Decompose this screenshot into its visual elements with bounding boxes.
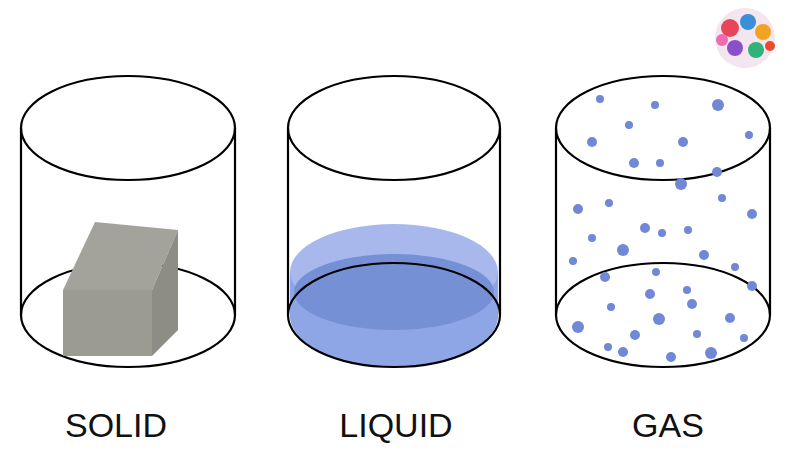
gas-particle bbox=[687, 299, 697, 309]
cylinder-gas bbox=[556, 76, 770, 367]
gas-particle bbox=[684, 226, 692, 234]
gas-particle bbox=[653, 313, 665, 325]
gas-particle bbox=[625, 121, 633, 129]
gas-particle bbox=[630, 330, 640, 340]
cylinder-liquid bbox=[288, 76, 500, 367]
gas-particle bbox=[675, 178, 687, 190]
gas-particle bbox=[658, 229, 666, 237]
gas-particle bbox=[617, 244, 629, 256]
state-label: SOLID bbox=[65, 408, 167, 442]
gas-particle bbox=[678, 137, 688, 147]
gas-particle bbox=[572, 321, 584, 333]
gas-particle bbox=[629, 158, 639, 168]
gas-particle bbox=[652, 268, 660, 276]
cylinder-solid bbox=[21, 76, 235, 367]
logo bbox=[715, 8, 775, 68]
gas-particle bbox=[600, 272, 610, 282]
gas-particle bbox=[573, 204, 583, 214]
gas-particle bbox=[656, 159, 664, 167]
gas-particle bbox=[725, 313, 735, 323]
gas-particle bbox=[587, 137, 597, 147]
gas-particle bbox=[712, 99, 724, 111]
solid-block bbox=[63, 222, 178, 356]
gas-particle bbox=[712, 167, 722, 177]
gas-particle bbox=[666, 352, 676, 362]
gas-particle bbox=[731, 263, 739, 271]
gas-particle bbox=[740, 334, 748, 342]
gas-particle bbox=[651, 101, 659, 109]
gas-particle bbox=[683, 286, 691, 294]
gas-particle bbox=[604, 343, 612, 351]
gas-particle bbox=[645, 289, 655, 299]
gas-particles bbox=[569, 95, 757, 362]
gas-particle bbox=[618, 347, 628, 357]
gas-particle bbox=[693, 330, 701, 338]
liquid-fill bbox=[290, 224, 498, 367]
gas-particle bbox=[596, 95, 604, 103]
gas-particle bbox=[605, 199, 613, 207]
state-label: LIQUID bbox=[339, 408, 452, 442]
gas-particle bbox=[705, 347, 717, 359]
gas-particle bbox=[745, 131, 753, 139]
gas-particle bbox=[640, 223, 650, 233]
gas-particle bbox=[747, 281, 757, 291]
gas-particle bbox=[699, 250, 709, 260]
state-label: GAS bbox=[632, 408, 704, 442]
gas-particle bbox=[747, 209, 757, 219]
gas-particle bbox=[588, 234, 596, 242]
gas-particle bbox=[718, 194, 726, 202]
gas-particle bbox=[569, 257, 577, 265]
gas-particle bbox=[607, 303, 615, 311]
